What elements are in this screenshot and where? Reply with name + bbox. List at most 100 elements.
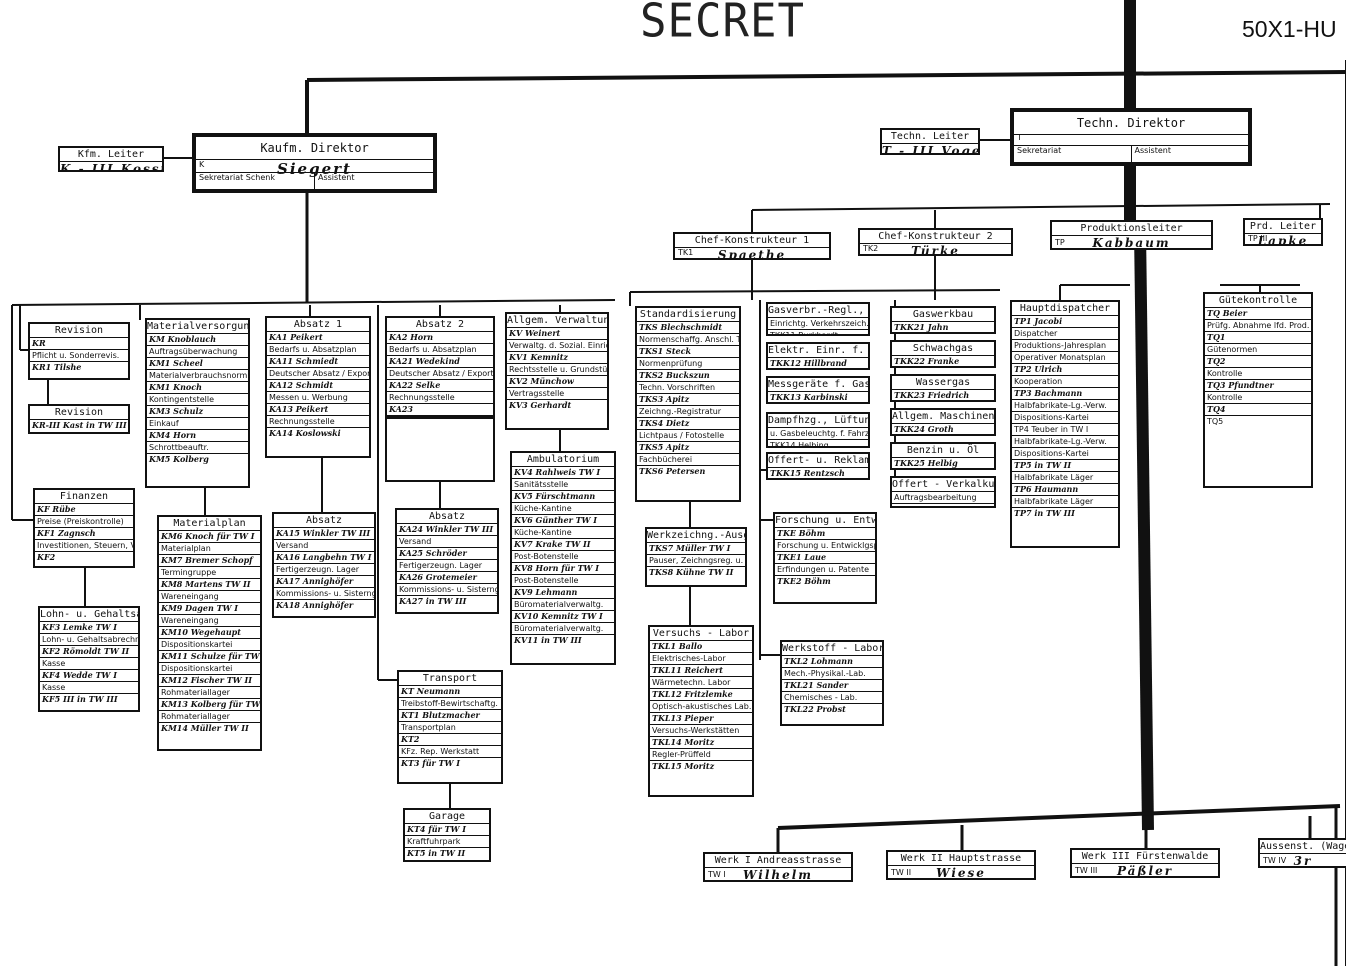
org-box-row: Pauser, Zeichngsreg. u. Ausgb.	[647, 556, 745, 567]
org-box-row: KM14 Müller TW II	[161, 723, 249, 733]
org-box-row: KA18 Annighöfer	[276, 600, 354, 610]
org-box-row: KM12 Fischer TW II	[159, 675, 260, 687]
org-box-forschung: Forschung u. Entwicklg.TKE BöhmForschung…	[773, 512, 877, 604]
org-box-row: Fachbücherei	[637, 454, 739, 466]
org-box-title: Standardisierung	[637, 308, 739, 322]
org-box-row: KR	[30, 338, 128, 350]
org-box-row: Regler-Prüffeld	[650, 749, 752, 761]
org-box-row: KM1 Knoch	[147, 382, 248, 394]
org-box-row: Versuchs-Werkstätten	[650, 725, 752, 737]
org-box-row: Wareneingang	[159, 615, 260, 627]
org-box-title: Werkstoff - Labor	[782, 643, 882, 656]
org-box-row: Operativer Monatsplan	[1012, 352, 1118, 364]
org-box-title: Forschung u. Entwicklg.	[775, 514, 875, 528]
org-box-row: Transportplan	[399, 722, 501, 734]
tech-bus-line	[751, 203, 1331, 211]
org-box-row: TKK11 Burkhardt	[770, 331, 838, 336]
org-box-person: Spaethe	[675, 248, 829, 258]
org-box-row: KV9 Lehmann	[512, 587, 614, 599]
org-box-title: Transport	[399, 672, 501, 686]
org-box-row: Kontrolle	[1205, 392, 1311, 404]
org-box-row: KF Rübe	[35, 504, 133, 516]
org-box-subcell: Assistent	[318, 173, 355, 182]
org-box-row: Bedarfs u. Absatzplan	[267, 344, 369, 356]
org-box-row: Rohmateriallager	[159, 687, 260, 699]
org-box-row: KM11 Schulze für TW I	[159, 651, 260, 663]
connector-line	[629, 289, 1001, 293]
org-box-messger: Messgeräte f. Gase u. Flüssigk.TKK13 Kar…	[766, 376, 870, 404]
org-box-row: KR1 Tilshe	[32, 362, 82, 372]
org-box-code: TP	[1055, 238, 1065, 247]
org-box-row: KV2 Münchow	[507, 376, 607, 388]
org-box-row: Elektrisches-Labor	[650, 653, 752, 665]
org-box-row: Auftragsbearbeitung	[892, 492, 994, 504]
org-box-row: TP1 Jacobi	[1012, 316, 1118, 328]
org-box-row: TKK26 Metter	[892, 504, 994, 506]
org-box-row: KT5 in TW II	[407, 848, 466, 858]
org-box-row: Wärmetechn. Labor	[650, 677, 752, 689]
org-box-row: KV3 Gerhardt	[509, 400, 572, 410]
org-box-title: Gaswerkbau	[892, 308, 994, 322]
org-box-row: TKE2 Böhm	[777, 576, 831, 586]
org-box-row: KM10 Wegehaupt	[159, 627, 260, 639]
org-box-row: KA2 Horn	[387, 332, 493, 344]
org-box-row: Rohmateriallager	[159, 711, 260, 723]
org-box-title: Werk III Fürstenwalde	[1072, 850, 1218, 864]
org-box-row: KF3 Lemke TW I	[40, 622, 138, 634]
org-box-subcell: Sekretariat Schenk	[196, 173, 315, 189]
org-box-row: TP7 in TW III	[1014, 508, 1075, 518]
org-box-code: TW I	[708, 870, 726, 879]
org-box-row: Dispositions-Kartei	[1012, 448, 1118, 460]
org-box-dampf: Dampfhzg., Lüftung, Klimaanlg.u. Gasbele…	[766, 412, 870, 448]
org-box-row: TKS1 Steck	[637, 346, 739, 358]
org-box-title: Produktionsleiter	[1052, 222, 1211, 236]
org-box-row: KA17 Annighöfer	[274, 576, 374, 588]
org-box-row: KA22 Selke	[387, 380, 493, 392]
document-code: 50X1-HU	[1242, 16, 1337, 42]
org-box-row: KM8 Martens TW II	[159, 579, 260, 591]
org-box-row: KM3 Schulz	[147, 406, 248, 418]
org-box-row: KT4 für TW I	[405, 824, 489, 836]
org-box-row: KM13 Kolberg für TW I	[159, 699, 260, 711]
org-box-row: Deutscher Absatz / Export	[387, 369, 493, 380]
org-box-title: Absatz 2	[387, 318, 493, 332]
org-box-row: KV6 Günther TW I	[512, 515, 614, 527]
org-box-row: TKL15 Moritz	[652, 761, 715, 771]
org-box-person: 3r	[1260, 854, 1346, 866]
org-box-code: T	[1017, 133, 1022, 142]
org-box-row: KA14 Koslowski	[269, 428, 341, 438]
org-box-person: K - III Kossinski in TW II	[60, 162, 162, 170]
org-box-offert2: Offert - VerkalkulationAuftragsbearbeitu…	[890, 476, 996, 508]
org-box-person: Wiese	[888, 866, 1034, 878]
org-box-title: Werk II Hauptstrasse	[888, 852, 1034, 866]
org-box-title: Werk I Andreasstrasse	[705, 854, 851, 868]
org-box-person: Lapke	[1245, 234, 1321, 244]
org-box-row: Techn. Vorschriften	[637, 382, 739, 394]
org-box-row: u. Gasbeleuchtg. f. Fahrzg.	[768, 429, 868, 440]
org-box-title: Messgeräte f. Gase u. Flüssigk.	[768, 378, 868, 392]
org-box-code: TK1	[678, 248, 694, 257]
org-box-row: TKK21 Jahn	[894, 322, 949, 332]
org-box-title: Dampfhzg., Lüftung, Klimaanlg.	[768, 414, 868, 428]
org-box-row: Lichtpaus / Fotostelle	[637, 430, 739, 442]
org-box-row: TKK22 Franke	[894, 356, 960, 366]
org-box-code: TK2	[863, 244, 879, 253]
org-box-row: Chemisches - Lab.	[782, 692, 882, 704]
org-box-row: Erfindungen u. Patente	[775, 564, 875, 576]
org-box-row: KA25 Schröder	[397, 548, 497, 560]
org-box-title: Revision	[30, 324, 128, 338]
